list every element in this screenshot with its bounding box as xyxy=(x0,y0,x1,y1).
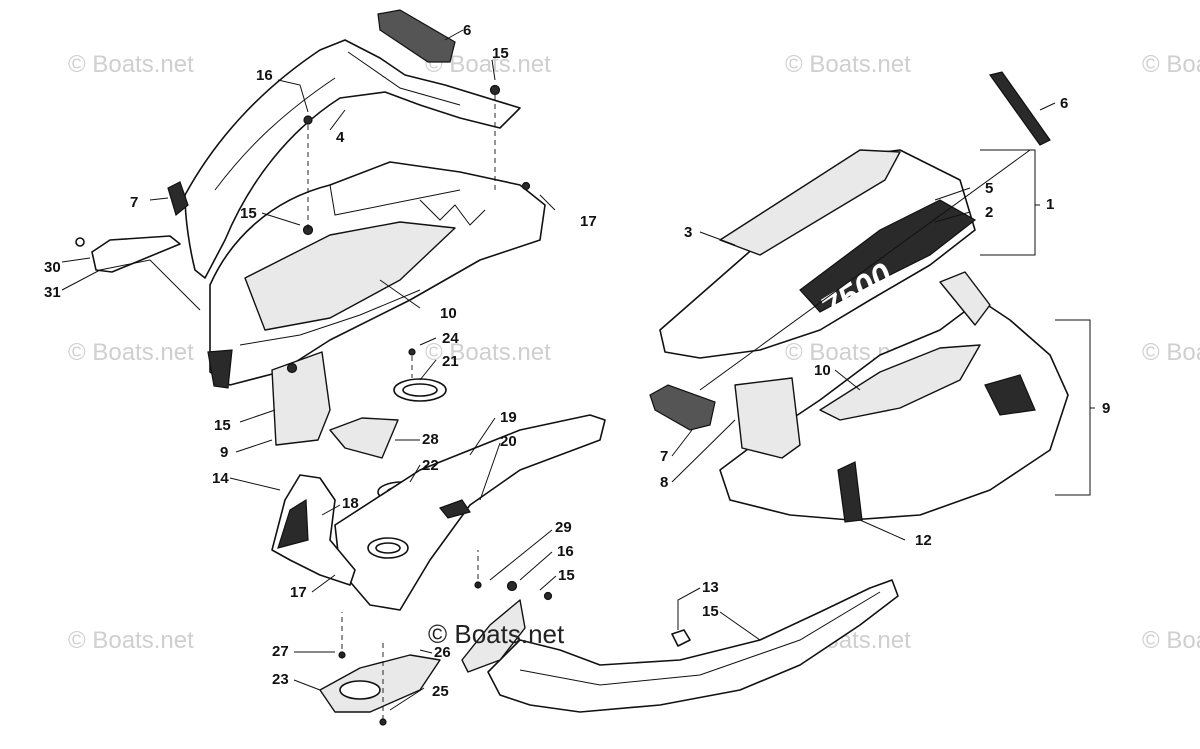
callout-16: 16 xyxy=(256,67,273,84)
callout-16: 17 xyxy=(580,213,597,230)
callout-10: 10 xyxy=(440,305,457,322)
callout-24: 24 xyxy=(442,330,459,347)
side-panel-left xyxy=(271,351,331,446)
callout-1: 1 xyxy=(1046,196,1054,213)
callout-7: 7 xyxy=(130,194,138,211)
callout-13: 14 xyxy=(212,470,229,487)
callout-20: 20 xyxy=(500,433,517,450)
callout-21: 21 xyxy=(442,353,459,370)
side-panel-right-corner xyxy=(939,271,991,326)
callout-29: 29 xyxy=(555,519,572,536)
leader-line xyxy=(699,149,1031,391)
rivet xyxy=(521,181,531,191)
callout-19: 19 xyxy=(500,409,517,426)
side-deflector xyxy=(271,474,356,586)
hood-upper-crease xyxy=(347,51,461,106)
callout-15: 15 xyxy=(492,45,509,62)
callout-3: 3 xyxy=(684,224,692,241)
callout-12: 13 xyxy=(702,579,719,596)
side-panel-right xyxy=(719,299,1069,521)
hood-upper-panel xyxy=(184,39,521,279)
gasket-upper-hole xyxy=(402,383,438,397)
callout-9: 9 xyxy=(220,444,228,461)
watermark-layer: © Boats.net © Boats.net © Boats.net © Bo… xyxy=(68,51,1200,654)
side-panel-right-vent xyxy=(984,374,1036,416)
rivet xyxy=(489,84,501,96)
side-panel-right-inner xyxy=(819,344,981,421)
insert-panel-right xyxy=(734,377,801,459)
callout-15: 15 xyxy=(240,205,257,222)
belly-pan-slot xyxy=(439,499,471,519)
rivet xyxy=(408,348,416,356)
callout-31: 31 xyxy=(44,284,61,301)
callout-30: 30 xyxy=(44,259,61,276)
callout-11: 12 xyxy=(915,532,932,549)
lower-duct-hole xyxy=(339,680,381,700)
watermark: © Boats.net xyxy=(785,51,911,78)
side-vent-left xyxy=(167,181,189,217)
clip xyxy=(671,629,691,647)
hood-inner-panel xyxy=(244,221,456,331)
belly-pan-front xyxy=(334,414,606,611)
callout-27: 27 xyxy=(272,643,289,660)
callout-6: 6 xyxy=(463,22,471,39)
callout-10: 10 xyxy=(814,362,831,379)
callout-15: 16 xyxy=(557,543,574,560)
callout-22: 22 xyxy=(422,457,439,474)
callout-9: 8 xyxy=(660,474,668,491)
skid-bracket xyxy=(461,599,526,673)
rivet xyxy=(286,362,298,374)
rivet xyxy=(543,591,553,601)
callout-15: 15 xyxy=(214,417,231,434)
callout-13: 15 xyxy=(702,603,719,620)
callout-26: 26 xyxy=(434,644,451,661)
watermark: © Boats.net xyxy=(68,51,194,78)
watermark: © Boats.net xyxy=(1142,627,1200,654)
rivet xyxy=(506,580,518,592)
cover-plate xyxy=(329,417,399,459)
callout-14: 15 xyxy=(558,567,575,584)
belly-pan-hole-inner xyxy=(375,542,401,554)
hood-side-top xyxy=(719,149,901,256)
vent-right xyxy=(988,71,1051,146)
callout-6: 6 xyxy=(1060,95,1068,112)
skid-plate xyxy=(487,579,899,713)
lower-duct xyxy=(319,654,441,713)
callout-28: 28 xyxy=(422,431,439,448)
bracket-left xyxy=(91,235,181,273)
decal-stripe xyxy=(799,199,977,313)
watermark: © Boats.net xyxy=(1142,339,1200,366)
vent-mesh-top xyxy=(377,9,456,63)
rivet xyxy=(303,115,313,125)
hood-lower-edge xyxy=(239,289,421,346)
callout-8: 9 xyxy=(1102,400,1110,417)
watermark: © Boats.net xyxy=(425,339,551,366)
hood-lower-ridge xyxy=(329,184,461,216)
callout-4: 4 xyxy=(336,129,345,146)
watermark: © Boats.net xyxy=(68,627,194,654)
callout-7: 7 xyxy=(660,448,668,465)
callout-numbers: 6 15 16 4 7 17 15 30 31 10 24 21 15 9 19… xyxy=(44,22,1110,700)
callout-18: 18 xyxy=(342,495,359,512)
callout-17: 17 xyxy=(290,584,307,601)
watermark: © Boats.net xyxy=(1142,51,1200,78)
watermark-center: © Boats.net xyxy=(428,619,565,649)
callout-leaders xyxy=(61,29,1095,711)
screw xyxy=(75,237,85,247)
hood-lower-trim xyxy=(207,349,233,389)
hood-lower-teeth xyxy=(419,199,486,226)
vent-mesh-right xyxy=(649,384,716,431)
callout-25: 25 xyxy=(432,683,449,700)
callout-2: 2 xyxy=(985,204,993,221)
side-panel-right-slot xyxy=(837,461,863,523)
callout-5: 5 xyxy=(985,180,993,197)
side-deflector-shade xyxy=(277,498,309,549)
watermark: © Boats.net xyxy=(68,339,194,366)
callout-23: 23 xyxy=(272,671,289,688)
hood-upper-edge xyxy=(214,77,336,191)
skid-plate-ridge xyxy=(519,591,881,686)
